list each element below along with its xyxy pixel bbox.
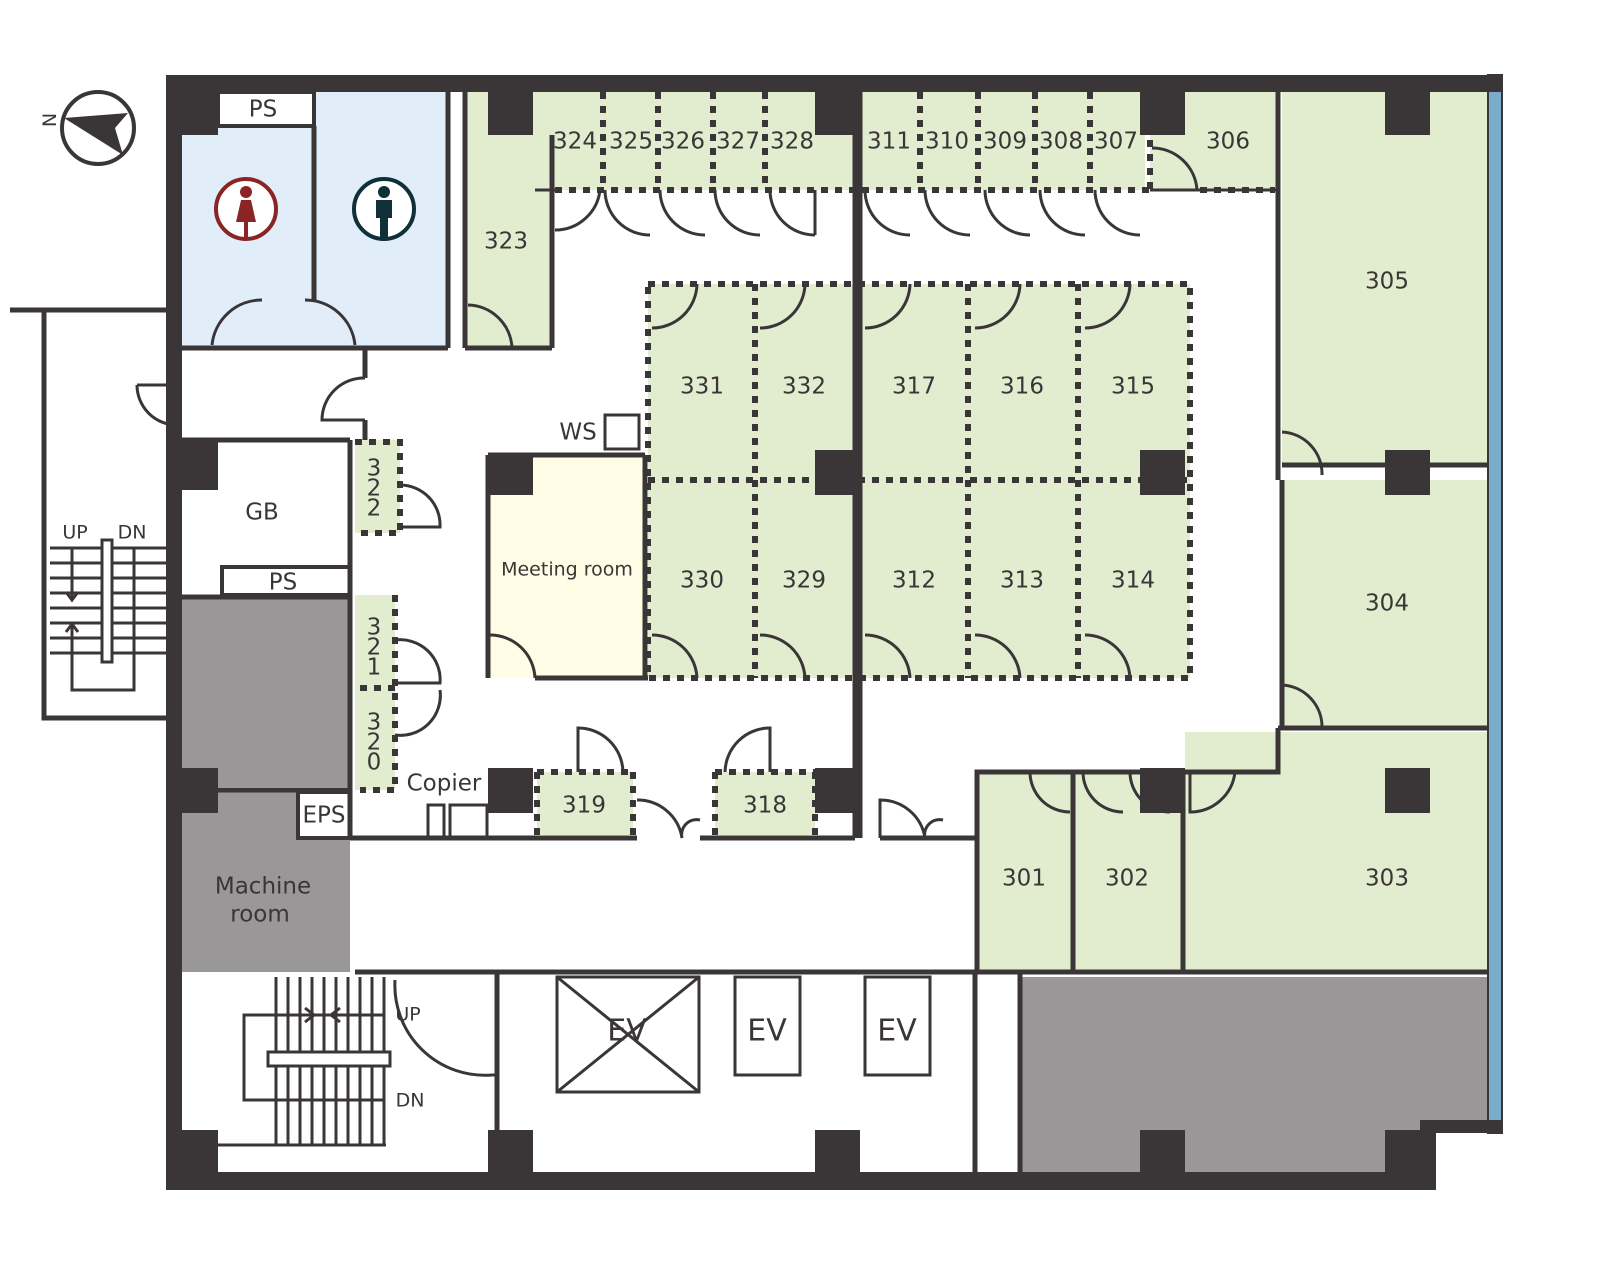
room-301-label: 301 [1002,866,1046,892]
room-321-label: 3 [367,615,382,641]
room-328-label: 328 [770,129,814,155]
room-313-label: 313 [1000,568,1044,594]
room-307-label: 307 [1094,129,1138,155]
elevator-3 [863,975,932,1077]
room-318[interactable] [715,772,815,835]
gb-label: GB [245,500,279,526]
room-322-label: 2 [367,496,382,522]
service-grey-2 [1020,977,1420,1172]
room-321-label: 1 [367,655,382,681]
doors [135,146,1324,1077]
pillars [182,92,1430,1175]
compass-icon: N [38,90,136,166]
left-staircase[interactable] [50,538,166,692]
room-305-label: 305 [1365,269,1409,295]
room-321-label: 2 [367,635,382,661]
room-302-label: 302 [1105,866,1149,892]
ps-label: PS [249,97,277,123]
female-restroom-icon [214,177,278,241]
machine-room-label: Machine [215,874,311,900]
room-320-label: 3 [367,710,382,736]
ws-box [603,413,641,451]
room-322-label: 2 [367,476,382,502]
room-311-label: 311 [867,129,911,155]
room-303-label: 303 [1365,866,1409,892]
room-319-label: 319 [562,793,606,819]
stair-up-label: UP [62,522,87,544]
room-331-label: 331 [680,374,724,400]
room-329-label: 329 [782,568,826,594]
elevator-label-3: EV [877,1014,917,1049]
room-309-label: 309 [983,129,1027,155]
room-332-label: 332 [782,374,826,400]
window-edge [1487,74,1503,1134]
room-320-label: 2 [367,730,382,756]
eps-label: EPS [302,803,345,829]
room-324-label: 324 [553,129,597,155]
copier-box-1 [426,803,446,840]
ws-label: WS [559,420,596,446]
machine-room-label-2: room [230,902,290,928]
room-325-label: 325 [609,129,653,155]
room-305[interactable] [1282,92,1488,465]
room-326-label: 326 [661,129,705,155]
copier-label: Copier [407,771,482,797]
room-320-label: 0 [367,750,382,776]
room-fills [182,74,1503,1172]
stair-up-label-2: UP [395,1004,420,1026]
room-308-label: 308 [1039,129,1083,155]
elevator-2 [733,975,802,1077]
copier-box-2 [448,803,489,840]
stair-down-label: DN [118,522,147,544]
room-322-label: 3 [367,456,382,482]
room-327-label: 327 [716,129,760,155]
room-304[interactable] [1282,480,1488,728]
service-grey [182,597,350,787]
room-312-label: 312 [892,568,936,594]
room-330-label: 330 [680,568,724,594]
rooms-311-307[interactable] [862,92,1145,190]
compass-north-label: N [38,113,60,127]
room-316-label: 316 [1000,374,1044,400]
elevator-1 [555,975,701,1094]
ps-label-2: PS [269,570,297,596]
rooms-321-320[interactable] [355,595,395,790]
stair-down-label-2: DN [396,1090,425,1112]
room-317-label: 317 [892,374,936,400]
service-grey-3 [1420,977,1488,1120]
room-315-label: 315 [1111,374,1155,400]
room-319[interactable] [537,772,633,835]
bottom-staircase[interactable] [218,977,392,1147]
room-322[interactable] [355,440,400,533]
elevator-label-1: EV [607,1014,647,1049]
male-restroom-icon [352,177,416,241]
room-306-label: 306 [1206,129,1250,155]
room-labels: PS GB PS EPS Machine room WS Copier EV E… [62,97,1409,1112]
meeting-room-label: Meeting room [501,559,633,581]
room-314-label: 314 [1111,568,1155,594]
outer-walls [166,75,1502,1190]
room-303[interactable] [1185,732,1488,972]
rooms-324-328[interactable] [535,92,855,190]
room-318-label: 318 [743,793,787,819]
room-323-label: 323 [484,229,528,255]
room-310-label: 310 [925,129,969,155]
elevator-label-2: EV [747,1014,787,1049]
room-304-label: 304 [1365,591,1409,617]
fixtures [426,413,932,1094]
